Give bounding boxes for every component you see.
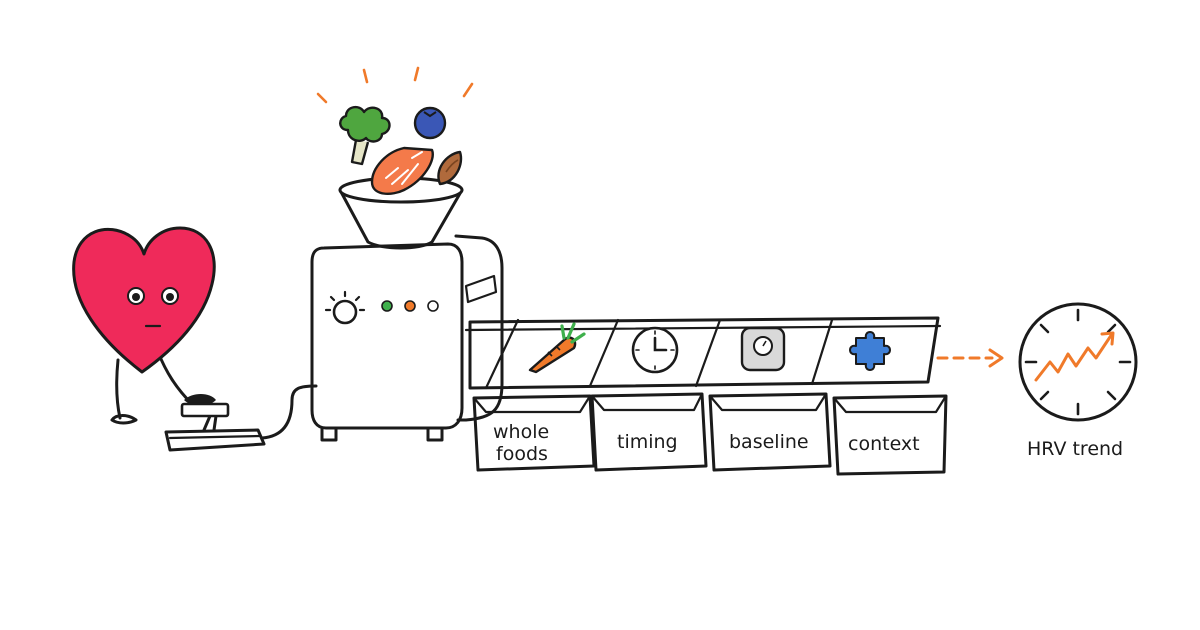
machine-side-slot [464, 274, 498, 304]
almond-icon [437, 150, 463, 186]
machine-led-off-icon [427, 300, 439, 312]
bin-label-line: whole [493, 421, 549, 443]
conveyor-belt [464, 316, 942, 390]
hrv-trend-gauge-icon [1018, 302, 1138, 422]
heart-left-foot [110, 414, 138, 425]
bin-timing: timing [590, 392, 708, 472]
machine-body [310, 242, 464, 430]
belt-divider [810, 318, 834, 386]
machine-leg-right [426, 426, 444, 442]
clock-icon [631, 326, 679, 374]
pedal-base [164, 428, 266, 452]
belt-divider [694, 318, 722, 388]
sparkle-lines-icon [316, 66, 474, 104]
bin-context: context [832, 394, 948, 476]
bin-baseline: baseline [708, 392, 832, 472]
machine-leg-left [320, 426, 338, 442]
bin-label-line: baseline [729, 431, 809, 453]
bin-label-line: timing [617, 431, 678, 453]
foot-pedal [164, 384, 318, 452]
machine-dial-icon [324, 290, 366, 325]
puzzle-icon [849, 331, 891, 371]
belt-divider [484, 318, 520, 390]
bin-label-line: context [848, 433, 920, 455]
pedal-stem [202, 414, 218, 432]
pedal-top [180, 402, 230, 418]
pedal-cable [260, 384, 318, 440]
bin-whole-foods: whole foods [472, 394, 596, 472]
broccoli-icon [339, 105, 391, 166]
machine-led-green-icon [381, 300, 393, 312]
heart-left-leg [115, 358, 122, 420]
bin-label-line: foods [496, 443, 548, 465]
salmon-icon [370, 146, 434, 195]
hrv-trend-label: HRV trend [1027, 438, 1123, 460]
falling-foods [316, 66, 474, 195]
machine-side-panel [454, 234, 504, 422]
machine-led-orange-icon [404, 300, 416, 312]
heart-right-leg [156, 350, 194, 406]
blueberry-icon [413, 106, 447, 140]
belt-divider [588, 318, 620, 388]
scale-icon [740, 326, 786, 372]
dashed-arrow-icon [936, 348, 1004, 368]
heart-character [72, 226, 216, 425]
carrot-icon [528, 322, 586, 374]
processing-machine [310, 234, 504, 442]
